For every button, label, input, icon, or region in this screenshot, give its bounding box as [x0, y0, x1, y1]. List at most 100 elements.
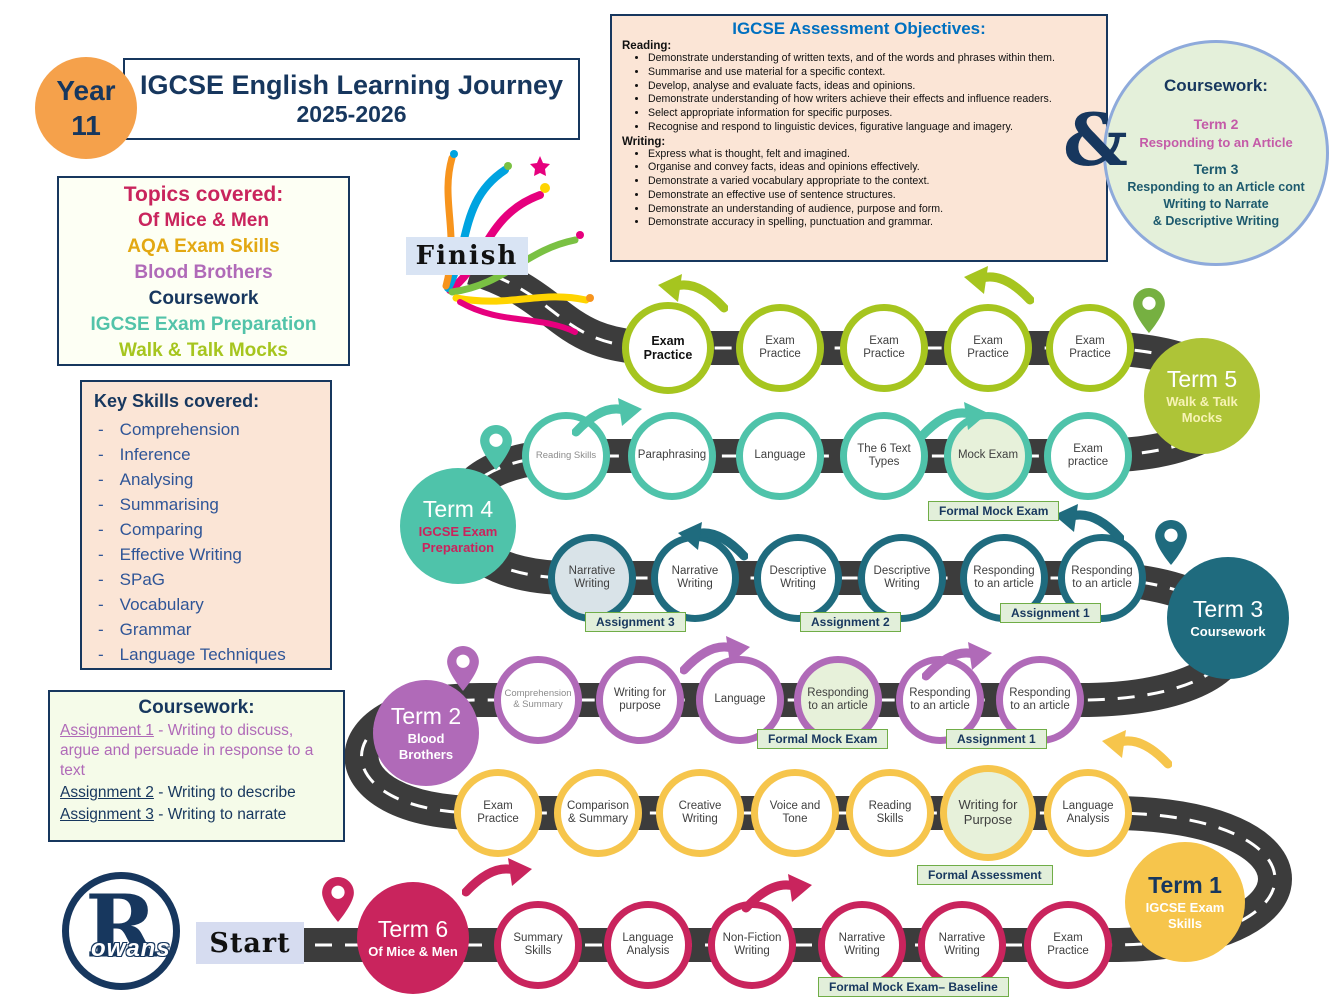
milestone-tag: Formal Mock Exam: [928, 501, 1060, 521]
term-title: Term 2: [390, 702, 462, 729]
journey-node-label: Writing for Purpose: [958, 797, 1018, 827]
assignment-1-text: - Writing to discuss, argue and persuade…: [60, 722, 314, 779]
skill-item: Language Techniques: [94, 642, 324, 667]
skill-item: Vocabulary: [94, 592, 324, 617]
assignment-2-text: - Writing to describe: [158, 784, 296, 801]
milestone-tag: Assignment 2: [800, 612, 901, 632]
assessment-objectives-box: IGCSE Assessment Objectives: Reading: De…: [610, 14, 1108, 262]
journey-node: Exam Practice: [944, 304, 1032, 392]
journey-node-label: Voice and Tone: [769, 799, 821, 825]
key-skills-list: Comprehension Inference Analysing Summar…: [94, 417, 324, 667]
route-arrow: [1102, 730, 1172, 769]
term-title: Term 4: [422, 495, 494, 522]
journey-node: Exam Practice: [454, 769, 542, 857]
writing-heading: Writing:: [622, 135, 666, 148]
reading-objective: Demonstrate understanding of how writers…: [648, 93, 1096, 107]
skill-item: Summarising: [94, 492, 324, 517]
route-arrow: [918, 402, 988, 441]
journey-node-label: Exam Practice: [863, 334, 905, 360]
journey-node-label: Non-Fiction Writing: [722, 931, 782, 957]
page-title-box: IGCSE English Learning Journey 2025-2026: [123, 58, 580, 140]
topic-item: Coursework: [148, 288, 259, 309]
journey-node-label: Exam Practice: [477, 799, 519, 825]
year-badge: Year 11: [35, 57, 137, 159]
skill-item: Effective Writing: [94, 542, 324, 567]
milestone-tag: Assignment 1: [1000, 603, 1101, 623]
logo-script-text: owans: [91, 935, 171, 962]
journey-node-label: Paraphrasing: [637, 449, 707, 462]
journey-node-label: Language Analysis: [622, 931, 674, 957]
journey-node-label: Narrative Writing: [938, 931, 986, 957]
journey-node: Exam Practice: [1046, 304, 1134, 392]
page-subtitle: 2025-2026: [296, 101, 407, 127]
journey-node: Exam Practice: [1024, 901, 1112, 989]
writing-objective: Demonstrate accuracy in spelling, punctu…: [648, 216, 1096, 230]
journey-node: Language Analysis: [604, 901, 692, 989]
skill-item: Grammar: [94, 617, 324, 642]
coursework-box: Coursework: Assignment 1 - Writing to di…: [48, 690, 345, 842]
assignment-2-line: Assignment 2 - Writing to describe: [60, 783, 333, 803]
term-circle-4: Term 4 IGCSE Exam Preparation: [400, 468, 516, 584]
term-circle-3: Term 3 Coursework: [1167, 557, 1289, 679]
assignment-2-label: Assignment 2: [60, 784, 154, 801]
reading-objective: Develop, analyse and evaluate facts, ide…: [648, 80, 1096, 94]
term-circle-5: Term 5 Walk & Talk Mocks: [1144, 338, 1260, 454]
journey-node-label: Reading Skills: [868, 799, 912, 825]
milestone-tag: Formal Mock Exam– Baseline: [818, 977, 1009, 997]
map-pin-term4: [480, 425, 512, 470]
journey-node: Narrative Writing: [818, 901, 906, 989]
topic-item: Of Mice & Men: [138, 210, 269, 231]
skill-item: Comprehension: [94, 417, 324, 442]
coursework-bubble: Coursework: Term 2 Responding to an Arti…: [1103, 40, 1329, 266]
journey-node-label: Descriptive Writing: [769, 564, 827, 590]
journey-node: Descriptive Writing: [754, 534, 842, 622]
map-pin-term5: [1133, 288, 1165, 333]
journey-node: Exam practice: [1044, 412, 1132, 500]
journey-node-label: Responding to an article: [1009, 686, 1071, 712]
bubble-term3-line: Responding to an Article cont: [1127, 180, 1305, 195]
skill-item: Comparing: [94, 517, 324, 542]
topics-heading: Topics covered:: [123, 183, 284, 206]
journey-node: Paraphrasing: [628, 412, 716, 500]
term-title: Term 1: [1148, 871, 1222, 898]
journey-node: Writing for Purpose: [940, 765, 1036, 861]
milestone-tag: Assignment 1: [946, 729, 1047, 749]
journey-node: Mock Exam: [944, 412, 1032, 500]
bubble-term3-line: Writing to Narrate: [1163, 197, 1269, 212]
journey-node: The 6 Text Types: [840, 412, 928, 500]
writing-objective: Demonstrate an effective use of sentence…: [648, 189, 1096, 203]
skill-item: SPaG: [94, 567, 324, 592]
journey-node-label: Narrative Writing: [568, 564, 616, 590]
journey-node-label: Exam practice: [1067, 442, 1109, 468]
term-subtitle: Blood Brothers: [398, 731, 454, 762]
journey-node-label: The 6 Text Types: [857, 442, 911, 468]
journey-node: Exam Practice: [736, 304, 824, 392]
journey-node: Reading Skills: [522, 412, 610, 500]
map-pin-term6: [322, 877, 354, 922]
journey-node-label: Exam Practice: [643, 333, 693, 362]
reading-objective: Recognise and respond to linguistic devi…: [648, 121, 1096, 135]
milestone-tag: Formal Mock Exam: [757, 729, 889, 749]
journey-node-label: Reading Skills: [535, 449, 597, 461]
term-subtitle: Of Mice & Men: [368, 943, 458, 959]
page-title: IGCSE English Learning Journey: [139, 70, 564, 100]
route-arrow: [922, 642, 992, 681]
journey-node-label: Descriptive Writing: [873, 564, 931, 590]
reading-objectives-list: Demonstrate understanding of written tex…: [622, 52, 1096, 135]
journey-node: Narrative Writing: [918, 901, 1006, 989]
assignment-3-line: Assignment 3 - Writing to narrate: [60, 805, 333, 825]
route-arrow: [462, 858, 532, 897]
journey-node-label: Exam Practice: [967, 334, 1009, 360]
key-skills-heading: Key Skills covered:: [94, 391, 260, 411]
reading-objective: Summarise and use material for a specifi…: [648, 66, 1096, 80]
bubble-heading: Coursework:: [1164, 76, 1268, 96]
route-arrow: [1054, 504, 1124, 543]
finish-label: Finish: [406, 237, 528, 275]
term-circle-1: Term 1 IGCSE Exam Skills: [1125, 842, 1245, 962]
route-arrow: [680, 636, 750, 675]
term-title: Term 3: [1192, 595, 1264, 622]
journey-node-label: Exam Practice: [1047, 931, 1089, 957]
journey-node: Creative Writing: [656, 769, 744, 857]
topic-item: Blood Brothers: [134, 262, 273, 283]
